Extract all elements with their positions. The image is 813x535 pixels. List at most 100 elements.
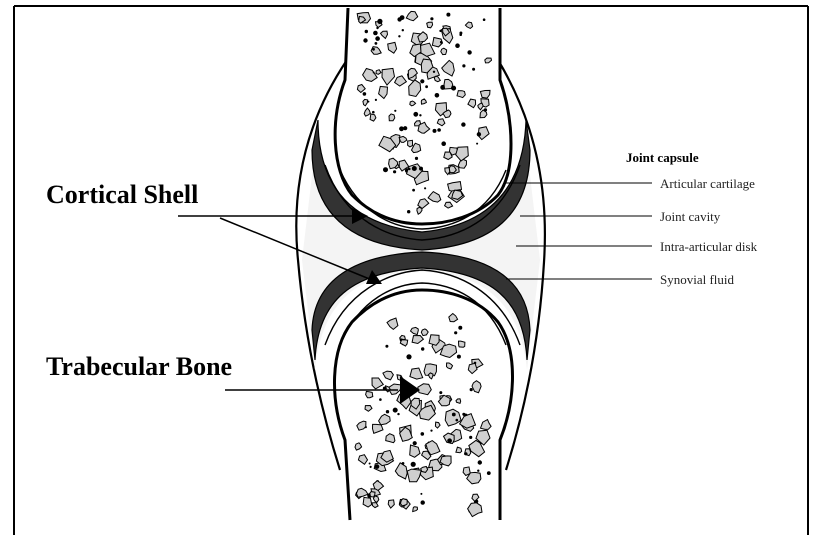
- trabecula-dot: [403, 126, 407, 130]
- trabecula-dot: [385, 345, 388, 348]
- trabecula-dot: [400, 15, 405, 20]
- joint-cavity-label: Joint cavity: [660, 209, 721, 224]
- trabecula-cell: [418, 384, 432, 395]
- trabecula-dot: [478, 460, 482, 464]
- trabecula-dot: [375, 99, 377, 101]
- trabecula-dot: [377, 19, 382, 24]
- trabecula-dot: [375, 464, 380, 469]
- trabecula-dot: [379, 398, 382, 401]
- trabecula-cell: [421, 467, 428, 473]
- trabecula-dot: [412, 189, 415, 192]
- trabecula-dot: [477, 470, 479, 472]
- lower-bone: [335, 290, 513, 520]
- trabecula-dot: [456, 419, 459, 422]
- trabecula-cell: [457, 91, 465, 98]
- trabecula-dot: [397, 413, 399, 415]
- trabecula-dot: [402, 462, 405, 465]
- trabecula-dot: [407, 210, 410, 213]
- trabecula-dot: [440, 41, 443, 44]
- intra-articular-disk-label: Intra-articular disk: [660, 239, 758, 254]
- trabecula-dot: [435, 93, 440, 98]
- trabecula-dot: [375, 42, 378, 45]
- trabecula-dot: [372, 111, 375, 114]
- trabecula-dot: [447, 438, 452, 443]
- trabecula-dot: [487, 471, 491, 475]
- trabecula-dot: [457, 355, 461, 359]
- trabecula-dot: [413, 441, 417, 445]
- trabecula-cell: [401, 499, 408, 506]
- trabecula-dot: [406, 354, 411, 359]
- trabecula-dot: [415, 157, 418, 160]
- trabecula-dot: [469, 436, 472, 439]
- trabecula-dot: [373, 31, 378, 36]
- trabecula-dot: [393, 408, 398, 413]
- trabecula-dot: [451, 86, 456, 91]
- trabecula-dot: [458, 326, 462, 330]
- trabecula-dot: [393, 170, 396, 173]
- trabecula-dot: [455, 43, 460, 48]
- trabecular-bone-label: Trabecular Bone: [46, 352, 232, 381]
- cortical-shell-label: Cortical Shell: [46, 180, 198, 209]
- trabecula-dot: [464, 452, 467, 455]
- trabecula-cell: [441, 48, 447, 54]
- trabecula-dot: [412, 166, 417, 171]
- trabecula-dot: [394, 110, 396, 112]
- trabecula-dot: [424, 187, 426, 189]
- trabecula-dot: [454, 331, 457, 334]
- trabecula-dot: [367, 101, 369, 103]
- trabecula-dot: [462, 413, 465, 416]
- trabecula-dot: [419, 114, 421, 116]
- trabecula-dot: [383, 167, 388, 172]
- trabecula-cell: [429, 335, 439, 346]
- trabecula-dot: [372, 48, 375, 51]
- trabecula-dot: [402, 29, 404, 31]
- trabecula-dot: [386, 410, 389, 413]
- trabecula-dot: [375, 36, 380, 41]
- trabecula-dot: [477, 132, 481, 136]
- trabecula-dot: [437, 128, 441, 132]
- synovial-fluid-label: Synovial fluid: [660, 272, 735, 287]
- trabecula-dot: [467, 50, 471, 54]
- trabecula-dot: [430, 17, 433, 20]
- trabecula-cell: [456, 399, 461, 404]
- trabecula-dot: [408, 168, 410, 170]
- trabecula-dot: [452, 413, 456, 417]
- trabecula-dot: [419, 167, 423, 171]
- trabecula-cell: [366, 391, 373, 397]
- trabecula-dot: [472, 68, 475, 71]
- trabecula-dot: [439, 30, 441, 32]
- trabecula-dot: [369, 463, 371, 465]
- trabecula-cell: [386, 434, 395, 443]
- trabecula-dot: [439, 391, 442, 394]
- trabecula-dot: [461, 122, 465, 126]
- trabecula-dot: [420, 79, 424, 83]
- trabecula-dot: [433, 71, 435, 73]
- trabecula-dot: [483, 18, 486, 21]
- trabecula-cell: [456, 447, 462, 453]
- trabecula-dot: [421, 500, 425, 504]
- trabecula-cell: [459, 341, 465, 347]
- trabecula-dot: [365, 30, 368, 33]
- trabecula-dot: [462, 64, 465, 67]
- trabecula-cell: [389, 114, 395, 121]
- trabecula-dot: [413, 112, 418, 117]
- trabecula-dot: [430, 430, 432, 432]
- trabecula-dot: [459, 33, 462, 36]
- trabecula-dot: [470, 388, 473, 391]
- trabecula-dot: [370, 466, 372, 468]
- trabecula-cell: [408, 140, 413, 147]
- joint-capsule-label: Joint capsule: [626, 150, 699, 165]
- trabecula-dot: [373, 72, 375, 74]
- trabecula-dot: [421, 347, 424, 350]
- trabecula-dot: [398, 35, 400, 37]
- trabecula-dot: [433, 129, 437, 133]
- trabecula-dot: [363, 38, 367, 42]
- trabecula-dot: [420, 493, 422, 495]
- trabecula-dot: [363, 92, 367, 96]
- trabecula-dot: [476, 143, 478, 145]
- articular-cartilage-label: Articular cartilage: [660, 176, 755, 191]
- trabecula-dot: [399, 126, 404, 131]
- trabecula-dot: [421, 432, 425, 436]
- trabecula-dot: [411, 462, 416, 467]
